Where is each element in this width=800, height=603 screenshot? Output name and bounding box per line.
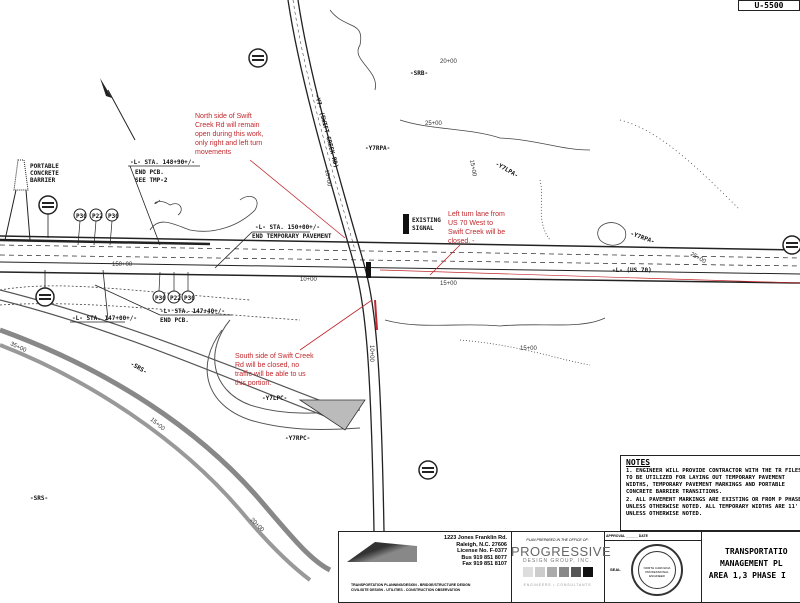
svg-text:-L- STA. 147+40+/-: -L- STA. 147+40+/- xyxy=(160,308,225,315)
svg-text:END PCB.: END PCB. xyxy=(160,317,189,324)
svg-text:traffic will be able to us: traffic will be able to us xyxy=(235,371,306,378)
svg-text:15+00: 15+00 xyxy=(440,281,458,287)
svg-text:-SRS-: -SRS- xyxy=(30,495,48,502)
svg-text:-L- STA. 150+00+/-: -L- STA. 150+00+/- xyxy=(255,224,320,231)
svg-text:this portion.: this portion. xyxy=(235,380,271,387)
sign-code-circles xyxy=(73,208,195,304)
firm-address: 1223 Jones Franklin Rd.Raleigh, N.C. 276… xyxy=(444,535,507,567)
svg-text:-SRB-: -SRB- xyxy=(410,70,428,77)
annotation-north-side: North side of Swift Creek Rd will remain… xyxy=(195,113,264,156)
svg-text:-Y7RPC-: -Y7RPC- xyxy=(285,435,310,442)
firm-services: TRANSPORTATION PLANNING/DESIGN - BRIDGE/… xyxy=(351,583,471,592)
svg-text:US 70 West to: US 70 West to xyxy=(448,220,493,227)
svg-text:25+00: 25+00 xyxy=(425,121,443,127)
svg-text:Left turn lane from: Left turn lane from xyxy=(448,211,505,218)
svg-text:150+00: 150+00 xyxy=(112,262,133,268)
svg-text:10+00: 10+00 xyxy=(368,345,374,363)
svg-text:SEE TMP-2: SEE TMP-2 xyxy=(135,177,168,184)
svg-text:P22: P22 xyxy=(92,213,103,220)
svg-text:Rd will be closed, no: Rd will be closed, no xyxy=(235,362,299,369)
svg-text:SIGNAL: SIGNAL xyxy=(412,225,434,232)
sheet-number-box: U-5500 xyxy=(738,0,800,11)
portable-barrier-icon xyxy=(4,159,31,241)
ramp-curves xyxy=(0,285,366,582)
north-arrow-icon xyxy=(100,78,136,141)
firm-logo xyxy=(347,542,417,562)
svg-text:END PCB.: END PCB. xyxy=(135,169,164,176)
svg-text:-Y7LPC-: -Y7LPC- xyxy=(262,395,287,402)
svg-text:CONCRETE: CONCRETE xyxy=(30,170,59,177)
svg-text:South side of Swift Creek: South side of Swift Creek xyxy=(235,353,314,360)
note-item: 1. ENGINEER WILL PROVIDE CONTRACTOR WITH… xyxy=(626,468,800,495)
svg-text:Swift Creek will be: Swift Creek will be xyxy=(448,229,505,236)
svg-text:15+00: 15+00 xyxy=(468,159,477,177)
svg-text:only right and left turn: only right and left turn xyxy=(195,140,262,147)
station-leaders xyxy=(70,165,310,323)
annotation-leaders xyxy=(249,159,461,351)
svg-text:closed. -: closed. - xyxy=(448,238,475,245)
svg-text:END TEMPORARY PAVEMENT: END TEMPORARY PAVEMENT xyxy=(252,233,332,240)
us70-road xyxy=(0,235,800,284)
svg-text:North side of Swift: North side of Swift xyxy=(195,113,252,120)
notes-heading: NOTES xyxy=(626,458,651,467)
firm-panel: 1223 Jones Franklin Rd.Raleigh, N.C. 276… xyxy=(339,532,512,602)
title-block: 1223 Jones Franklin Rd.Raleigh, N.C. 276… xyxy=(338,531,800,603)
svg-text:15+00: 15+00 xyxy=(520,346,538,352)
svg-text:-Y7RPA-: -Y7RPA- xyxy=(629,230,655,245)
svg-text:10+00: 10+00 xyxy=(323,169,332,187)
svg-text:Creek Rd will remain: Creek Rd will remain xyxy=(195,122,260,129)
progressive-swatches xyxy=(511,567,604,577)
annotation-left-turn: Left turn lane from US 70 West to Swift … xyxy=(448,211,505,245)
sheet-title: TRANSPORTATIO MANAGEMENT PL AREA 1,3 PHA… xyxy=(708,547,788,580)
svg-text:-Y7RPA-: -Y7RPA- xyxy=(365,145,390,152)
svg-text:10+00: 10+00 xyxy=(300,277,318,283)
svg-text:-L- STA. 147+00+/-: -L- STA. 147+00+/- xyxy=(72,315,137,322)
svg-text:25+00: 25+00 xyxy=(689,252,707,266)
swift-creek-road xyxy=(287,0,386,600)
svg-text:P30: P30 xyxy=(155,295,166,302)
svg-text:-L- (US 70): -L- (US 70) xyxy=(612,267,652,274)
progressive-panel: PLAN PREPARED IN THE OFFICE OF: PROGRESS… xyxy=(511,532,611,602)
signal-icon xyxy=(366,214,409,278)
svg-text:movements: movements xyxy=(195,149,232,156)
note-item: 2. ALL PAVEMENT MARKINGS ARE EXISTING OR… xyxy=(626,497,800,517)
plan-labels: PORTABLE CONCRETE BARRIER -L- STA. 148+9… xyxy=(9,59,707,534)
svg-text:-SRS-: -SRS- xyxy=(129,361,148,376)
svg-text:EXISTING: EXISTING xyxy=(412,217,441,224)
creek-lines xyxy=(149,9,741,366)
svg-text:-Y7LPA-: -Y7LPA- xyxy=(494,161,519,180)
svg-text:P30: P30 xyxy=(184,295,195,302)
two-way-sign-icons xyxy=(35,48,800,480)
svg-text:P22: P22 xyxy=(170,295,181,302)
seal-panel: APPROVAL ______ DATE SEAL NORTH CAROLINA… xyxy=(604,532,702,602)
svg-text:20+00: 20+00 xyxy=(440,59,458,65)
annotation-south-side: South side of Swift Creek Rd will be clo… xyxy=(235,353,314,387)
svg-text:PORTABLE: PORTABLE xyxy=(30,163,59,170)
svg-text:P30: P30 xyxy=(108,213,119,220)
pe-seal: NORTH CAROLINA PROFESSIONAL ENGINEER xyxy=(631,544,683,596)
svg-text:P30: P30 xyxy=(76,213,87,220)
svg-text:-L- STA. 148+90+/-: -L- STA. 148+90+/- xyxy=(130,159,195,166)
notes-box: NOTES 1. ENGINEER WILL PROVIDE CONTRACTO… xyxy=(620,455,800,531)
svg-text:open during this work,: open during this work, xyxy=(195,131,264,138)
svg-text:BARRIER: BARRIER xyxy=(30,177,56,184)
